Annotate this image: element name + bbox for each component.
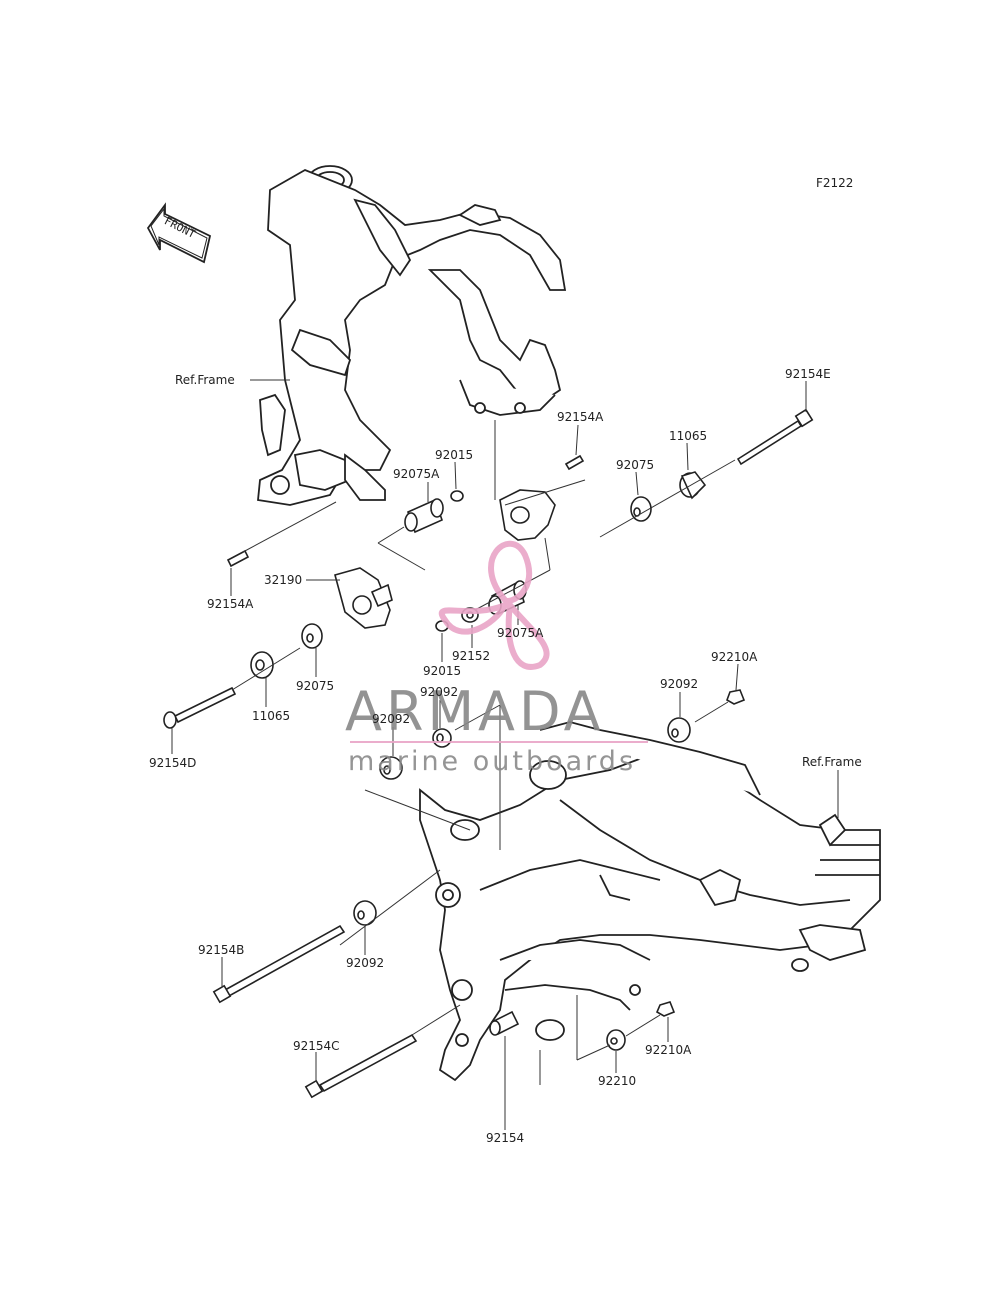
bolt-92154B: [212, 924, 346, 1004]
bolt-92154: [489, 1010, 520, 1036]
label-92154A-top: 92154A: [557, 410, 604, 424]
label-92210: 92210: [598, 1074, 636, 1088]
watermark-brand: ARMADA: [345, 680, 605, 743]
bolt-92154C: [304, 1033, 418, 1099]
bolt-92154E: [736, 408, 814, 466]
label-92154B: 92154B: [198, 943, 244, 957]
watermark: ARMADA marine outboards: [345, 540, 648, 777]
bolt-92154A-top: [564, 454, 585, 471]
label-92092-b: 92092: [372, 712, 410, 726]
damper-92075-top: [630, 496, 652, 522]
label-92075-left: 92075: [296, 679, 334, 693]
watermark-logo-icon: [438, 540, 550, 670]
front-arrow-icon: FRONT: [146, 202, 212, 264]
nut-92015-top: [450, 490, 464, 502]
damper-92075-left: [301, 623, 323, 649]
cap-11065-top: [679, 471, 707, 500]
label-92210A-low: 92210A: [645, 1043, 692, 1057]
label-92154: 92154: [486, 1131, 524, 1145]
diagram-code: F2122: [816, 176, 853, 190]
nut-92210A-top: [726, 689, 746, 705]
label-92092-low: 92092: [346, 956, 384, 970]
watermark-tagline: marine outboards: [348, 746, 636, 777]
label-92075-top: 92075: [616, 458, 654, 472]
label-92210A-top: 92210A: [711, 650, 758, 664]
label-ref-frame-right: Ref.Frame: [802, 755, 862, 769]
bolt-92154D: [163, 686, 237, 729]
leader-lines: [171, 379, 839, 1130]
label-92154E: 92154E: [785, 367, 831, 381]
part-labels: Ref.Frame 92154E 92154A 11065 92075 9201…: [149, 367, 862, 1145]
nut-92210A-low: [655, 1001, 676, 1017]
label-92015-mid: 92015: [423, 664, 461, 678]
label-11065-top: 11065: [669, 429, 707, 443]
label-11065-left: 11065: [252, 709, 290, 723]
label-92154C: 92154C: [293, 1039, 340, 1053]
bracket-32190: [334, 567, 393, 629]
label-92015-top: 92015: [435, 448, 473, 462]
label-92152: 92152: [452, 649, 490, 663]
bushing-92075A-top: [404, 498, 444, 534]
label-ref-frame-top: Ref.Frame: [175, 373, 235, 387]
collar-92092-c: [667, 717, 691, 743]
label-92154D: 92154D: [149, 756, 196, 770]
label-92075A-mid: 92075A: [497, 626, 544, 640]
label-92154A-left: 92154A: [207, 597, 254, 611]
cap-11065-left: [250, 651, 274, 679]
collar-92092-low: [353, 900, 377, 926]
label-92092-c: 92092: [660, 677, 698, 691]
collar-92210: [606, 1029, 626, 1051]
bolt-92154A-left: [226, 549, 250, 568]
upper-frame: [257, 165, 567, 506]
lower-frame: [419, 721, 881, 1082]
collar-92092-a: [379, 756, 403, 780]
label-92092-a: 92092: [420, 685, 458, 699]
label-92075A-top: 92075A: [393, 467, 440, 481]
label-32190: 32190: [264, 573, 302, 587]
